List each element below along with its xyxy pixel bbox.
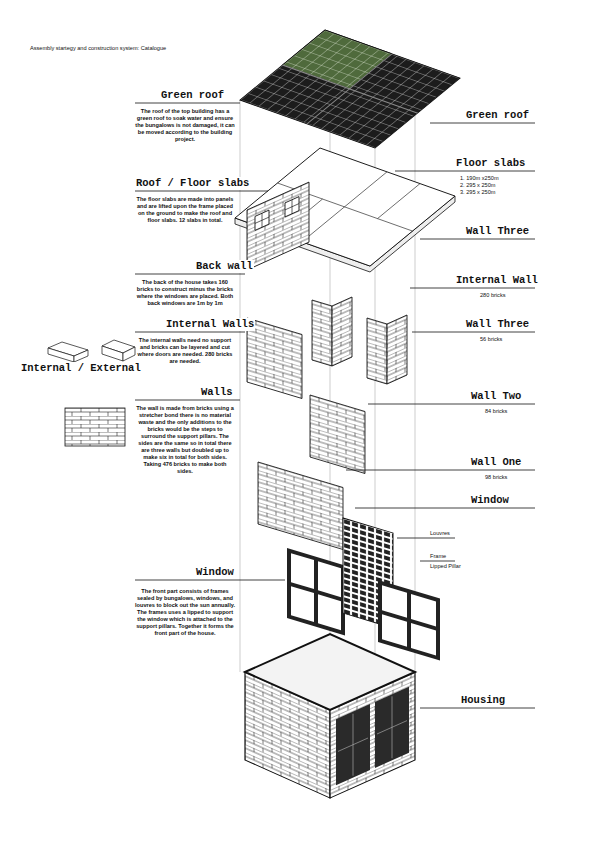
part-heading: Internal / External	[20, 362, 142, 375]
part-note: 1. 190m x250m	[460, 175, 499, 182]
description-text: The floor slabs are made into panels and…	[135, 196, 235, 224]
part-heading: Green roof	[160, 89, 225, 102]
part-heading: Window	[470, 494, 510, 507]
part-note: Lipped Pillar	[430, 563, 461, 570]
page-title: Assembly startegy and construction syste…	[30, 45, 166, 52]
part-note: 3. 295 x 250m	[460, 189, 495, 196]
part-heading: Internal Wall	[455, 274, 539, 287]
part-note: 56 bricks	[480, 336, 502, 343]
part-heading: Back wall	[195, 260, 254, 273]
part-note: 280 bricks	[480, 292, 506, 299]
part-note: 2. 295 x 250m	[460, 182, 495, 189]
description-text: The back of the house takes 160 bricks t…	[135, 279, 235, 307]
part-heading: Walls	[200, 386, 234, 399]
part-heading: Roof / Floor slabs	[135, 177, 250, 190]
description-text: The internal walls need no support and b…	[135, 337, 235, 365]
description-text: The wall is made from bricks using a str…	[135, 405, 235, 475]
part-heading: Window	[195, 566, 235, 579]
part-heading: Wall Three	[465, 318, 530, 331]
description-text: The roof of the top building has a green…	[135, 108, 235, 143]
description-text: The front part consists of frames sealed…	[135, 588, 235, 637]
part-note: 84 bricks	[485, 408, 507, 415]
part-heading: Internal Walls	[165, 318, 255, 331]
part-note: Frame	[430, 553, 446, 560]
part-heading: Wall Two	[470, 390, 522, 403]
part-heading: Floor slabs	[455, 157, 526, 170]
part-heading: Housing	[460, 694, 506, 707]
part-heading: Green roof	[465, 109, 530, 122]
part-heading: Wall One	[470, 456, 522, 469]
part-note: Louvres	[430, 530, 450, 537]
part-note: 98 bricks	[485, 474, 507, 481]
part-heading: Wall Three	[465, 225, 530, 238]
